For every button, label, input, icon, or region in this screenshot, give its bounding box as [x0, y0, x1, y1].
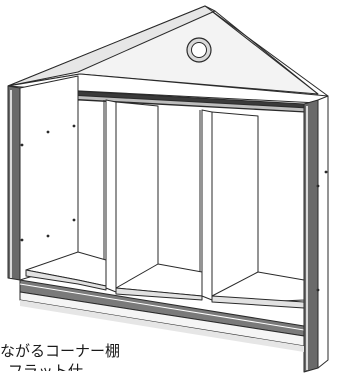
caption-line-1: ながるコーナー棚	[0, 342, 121, 360]
caption-line-2: フラット仕	[8, 362, 84, 380]
right-side-panel	[303, 95, 329, 373]
roof-vent-circle	[186, 37, 212, 63]
roof-gable	[7, 5, 329, 97]
left-side-panel	[7, 75, 79, 281]
shelf-floors	[25, 251, 305, 309]
screw-holes	[20, 124, 328, 292]
floor-shadow	[20, 300, 304, 352]
compartment-dividers	[77, 99, 259, 301]
